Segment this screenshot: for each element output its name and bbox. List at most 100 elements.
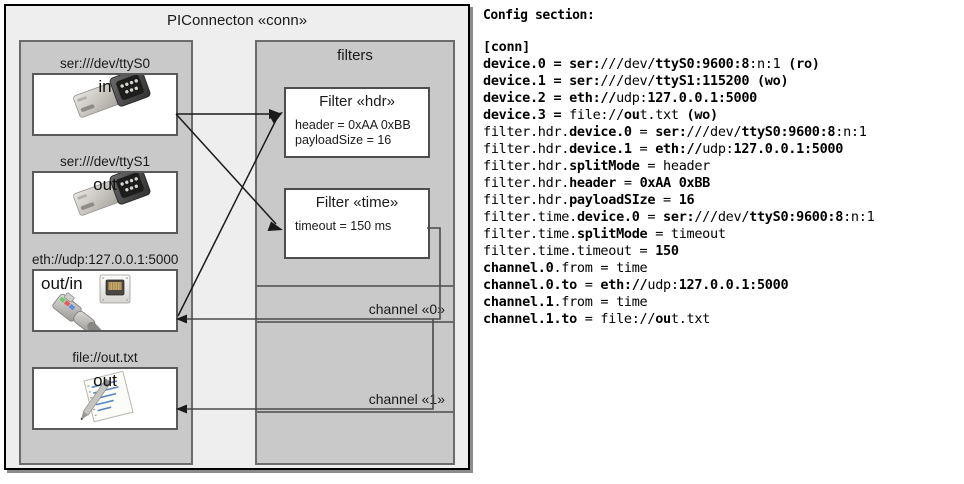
config-token: filter.hdr. xyxy=(483,192,570,208)
config-token: channel. xyxy=(483,260,546,276)
config-token: .from = time xyxy=(553,294,648,310)
config-token: ///dev/ xyxy=(600,73,656,89)
config-token: ser: xyxy=(569,73,601,89)
filter-properties: header = 0xAA 0xBB payloadSize = 16 xyxy=(286,112,428,156)
config-token: = xyxy=(576,311,601,327)
config-token: filter.time. xyxy=(483,209,577,225)
device-card-eth[interactable]: eth://udp:127.0.0.1:5000 out/in xyxy=(32,252,178,332)
config-token: .from = time xyxy=(553,260,648,276)
filter-prop: timeout = 150 ms xyxy=(295,219,392,233)
filter-properties: timeout = 150 ms xyxy=(286,213,428,257)
config-token: device.2 = xyxy=(483,90,570,106)
config-token: ttyS1:115200 xyxy=(655,73,750,89)
config-line: channel.0.to = eth://udp:127.0.0.1:5000 xyxy=(483,277,959,294)
config-token xyxy=(749,73,757,89)
config-token: splitMode xyxy=(576,226,648,242)
config-token: = xyxy=(631,141,656,157)
filter-title: Filter «hdr» xyxy=(319,93,395,110)
config-line: filter.time.splitMode = timeout xyxy=(483,226,959,243)
filter-card-hdr[interactable]: Filter «hdr» header = 0xAA 0xBB payloadS… xyxy=(284,87,430,158)
config-line: device.1 = ser:///dev/ttyS1:115200 (wo) xyxy=(483,73,959,90)
config-token: header xyxy=(569,175,617,191)
config-token: ser: xyxy=(663,209,695,225)
config-token: filter.hdr. xyxy=(483,175,570,191)
config-token: eth:// xyxy=(655,141,703,157)
device-box: out/in xyxy=(32,269,178,332)
devices-panel: ser:///dev/ttyS0 in xyxy=(19,40,193,465)
config-token: file:// xyxy=(600,311,656,327)
filters-panel: filters channel «0» channel «1» Filter «… xyxy=(255,40,455,465)
channel-1-label: channel «1» xyxy=(368,391,445,407)
config-token: [conn] xyxy=(483,39,530,55)
device-card-file[interactable]: file://out.txt out xyxy=(32,350,178,430)
config-token: udp: xyxy=(702,141,734,157)
config-token: eth:// xyxy=(569,90,617,106)
config-line: filter.time.device.0 = ser:///dev/ttyS0:… xyxy=(483,209,959,226)
config-token: (ro) xyxy=(788,56,820,72)
channel-0-label: channel «0» xyxy=(368,301,445,317)
config-token: 127.0.0.1:5000 xyxy=(647,90,757,106)
config-token: t.txt xyxy=(670,311,711,327)
config-token: 0 xyxy=(545,260,554,276)
device-caption: file://out.txt xyxy=(72,350,138,365)
config-line: filter.hdr.payloadSIze = 16 xyxy=(483,192,959,209)
config-token: 0 xyxy=(545,277,554,293)
device-direction-label: out/in xyxy=(41,274,83,293)
config-token: ttyS0:9600:8 xyxy=(741,124,836,140)
config-token: device.0 xyxy=(569,124,632,140)
device-caption: eth://udp:127.0.0.1:5000 xyxy=(32,252,179,267)
config-token: = xyxy=(631,124,656,140)
config-token: ttyS0:9600:8 xyxy=(749,209,844,225)
config-token: = xyxy=(576,277,601,293)
diagram-title: PIConnecton «conn» xyxy=(166,12,308,29)
config-token: file:// xyxy=(569,107,624,123)
serial-db9-connector-icon xyxy=(34,173,176,232)
channel-1-region: channel «1» xyxy=(255,321,455,413)
config-token: filter.hdr. xyxy=(483,141,570,157)
device-card-ttys1[interactable]: ser:///dev/ttyS1 out xyxy=(32,154,178,234)
config-token: 127.0.0.1:5000 xyxy=(678,277,789,293)
serial-db9-connector-icon xyxy=(34,75,176,134)
config-line: filter.hdr.device.1 = eth://udp:127.0.0.… xyxy=(483,141,959,158)
config-line: channel.0.from = time xyxy=(483,260,959,277)
config-token: device.0 xyxy=(576,209,640,225)
config-token: payloadSIze xyxy=(569,192,656,208)
config-token: ou xyxy=(623,107,640,123)
config-token: filter.time.timeout = xyxy=(483,243,656,259)
device-direction-label: out xyxy=(93,371,117,390)
filter-card-time[interactable]: Filter «time» timeout = 150 ms xyxy=(284,188,430,259)
config-token: 127.0.0.1:5000 xyxy=(733,141,844,157)
config-token: device.1 = xyxy=(483,73,570,89)
config-token: (wo) xyxy=(686,107,719,123)
config-token: .to xyxy=(553,277,577,293)
config-line: [conn] xyxy=(483,39,959,56)
config-token: ///dev/ xyxy=(694,209,750,225)
config-token: 0xAA 0xBB xyxy=(639,175,711,191)
device-box: out xyxy=(32,171,178,234)
config-token: 1 xyxy=(545,311,554,327)
config-token: .to xyxy=(553,311,577,327)
filter-title: Filter «time» xyxy=(315,194,399,211)
device-card-ttys0[interactable]: ser:///dev/ttyS0 in xyxy=(32,56,178,136)
device-direction-label: in xyxy=(98,77,112,96)
config-token: ou xyxy=(655,311,671,327)
config-token: 150 xyxy=(655,243,679,259)
config-token: device.3 = xyxy=(483,107,570,123)
config-line: filter.time.timeout = 150 xyxy=(483,243,959,260)
ethernet-rj45-icon xyxy=(34,271,176,330)
config-token: = xyxy=(616,175,640,191)
device-caption: ser:///dev/ttyS0 xyxy=(59,56,151,71)
device-direction-label: out xyxy=(93,175,117,194)
config-token: = xyxy=(655,192,679,208)
config-token: :n:1 xyxy=(749,56,789,72)
config-line: device.3 = file://out.txt (wo) xyxy=(483,107,959,124)
config-line: filter.hdr.splitMode = header xyxy=(483,158,959,175)
config-line: device.0 = ser:///dev/ttyS0:9600:8:n:1 (… xyxy=(483,56,959,73)
channel-0-region: channel «0» xyxy=(255,285,455,323)
config-token: channel. xyxy=(483,311,546,327)
text-document-edit-icon xyxy=(34,369,176,428)
config-heading: Config section: xyxy=(483,8,595,23)
config-token: :n:1 xyxy=(835,124,867,140)
config-token: filter.hdr. xyxy=(483,158,570,174)
filter-prop: header = 0xAA 0xBB xyxy=(295,118,411,132)
